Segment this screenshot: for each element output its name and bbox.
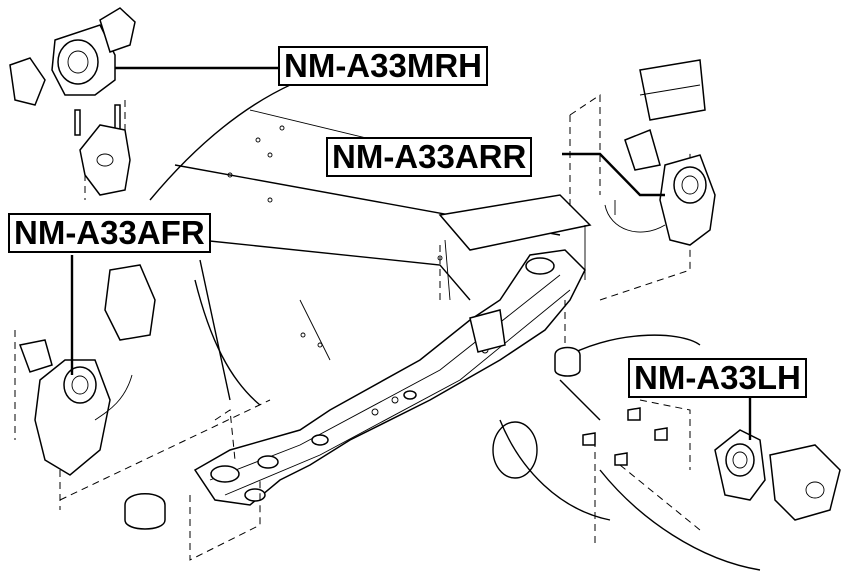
part-label-nm-a33afr: NM-A33AFR <box>8 213 211 253</box>
part-label-nm-a33lh: NM-A33LH <box>628 358 807 398</box>
part-label-nm-a33arr: NM-A33ARR <box>326 137 533 177</box>
mount-mrh-assembly <box>9 7 136 196</box>
part-label-nm-a33mrh: NM-A33MRH <box>278 46 488 86</box>
mount-afr-assembly <box>18 264 166 530</box>
callout-leader-lines <box>70 66 752 440</box>
cross-member <box>193 194 592 506</box>
mount-arr-assembly <box>604 59 716 246</box>
mount-lh-assembly <box>554 346 841 521</box>
